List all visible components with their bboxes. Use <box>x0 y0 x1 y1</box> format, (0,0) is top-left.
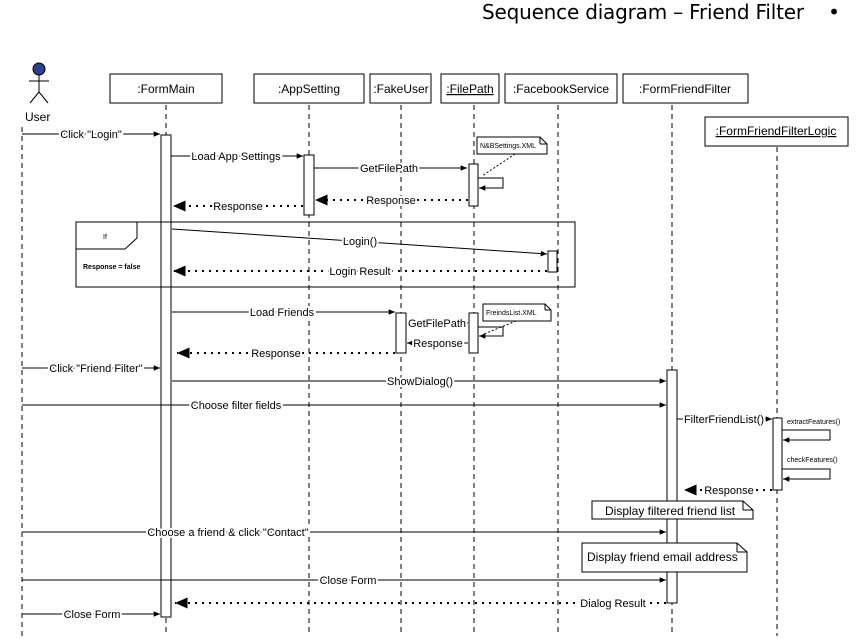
participant-appsetting: :AppSetting <box>253 73 365 104</box>
actor-leg-right <box>38 91 49 104</box>
actor-user: User <box>25 62 50 124</box>
label-filterfriendlist: FilterFriendList() <box>684 414 764 426</box>
label-click-friend-filter: Click "Friend Filter" <box>49 363 142 375</box>
label-load-app-settings: Load App Settings <box>191 151 281 163</box>
participant-filepath: :FilePath <box>440 73 500 104</box>
actor-leg-left <box>29 91 40 104</box>
activation-appsetting <box>303 154 315 216</box>
messages <box>22 131 831 617</box>
svg-text::FormFriendFilter: :FormFriendFilter <box>639 82 731 96</box>
label-showdialog: ShowDialog() <box>387 376 453 388</box>
label-close-form-2: Close Form <box>64 609 121 621</box>
label-checkfeatures: checkFeatures() <box>787 457 838 464</box>
svg-text::AppSetting: :AppSetting <box>278 82 340 96</box>
note-display-filtered: Display filtered friend list <box>591 500 754 520</box>
svg-text::FormMain: :FormMain <box>137 82 194 96</box>
note-display-filtered-text: Display filtered friend list <box>605 504 736 518</box>
diagram-title: Sequence diagram – Friend Filter • <box>482 0 840 24</box>
activation-fakeuser <box>395 312 407 354</box>
label-extractfeatures: extractFeatures() <box>787 419 840 426</box>
label-close-form-1: Close Form <box>320 575 377 587</box>
title-text: Sequence diagram – Friend Filter <box>482 0 804 24</box>
participant-formfriendfilterlogic: :FormFriendFilterLogic <box>704 116 849 147</box>
activation-filepath-1 <box>468 163 479 207</box>
label-response-4: Response <box>251 348 301 360</box>
participant-formmain: :FormMain <box>109 73 223 104</box>
label-choose-filter-fields: Choose filter fields <box>191 400 282 412</box>
note-nbsettings: N&BSettings.XML <box>476 136 548 177</box>
label-click-login: Click "Login" <box>60 129 122 141</box>
participant-formfriendfilter: :FormFriendFilter <box>622 73 749 104</box>
label-response-3: Response <box>413 338 463 350</box>
message-labels: Click "Login" Load App Settings GetFileP… <box>47 127 840 623</box>
activation-formfriendfilter <box>666 369 678 604</box>
label-load-friends: Load Friends <box>250 307 315 319</box>
activation-facebookservice <box>547 250 558 273</box>
note-nbsettings-text: N&BSettings.XML <box>480 143 536 150</box>
msg-extractfeatures <box>782 429 831 443</box>
label-choose-friend-contact: Choose a friend & click "Contact" <box>147 527 308 539</box>
msg-login <box>171 228 548 257</box>
activation-formfriendfilterlogic <box>772 417 783 491</box>
label-response-5: Response <box>704 485 754 497</box>
activation-formmain <box>160 134 172 618</box>
msg-self-filepath-2 <box>478 326 504 339</box>
actor-head <box>32 62 46 76</box>
fragment-guard: Response = false <box>83 264 140 271</box>
participant-fakeuser: :FakeUser <box>369 73 432 104</box>
note-friendslist-text: FreindsList.XML <box>486 310 537 317</box>
label-getfilepath-2: GetFilePath <box>408 318 466 330</box>
actor-label: User <box>25 110 50 124</box>
svg-text::FacebookService: :FacebookService <box>513 82 609 96</box>
activation-filepath-2 <box>468 312 479 354</box>
note-friendslist: FreindsList.XML <box>482 303 552 335</box>
svg-text::FormFriendFilterLogic: :FormFriendFilterLogic <box>716 124 837 138</box>
fragment-if: If Response = false <box>75 221 576 288</box>
label-response-2: Response <box>366 195 416 207</box>
label-login: Login() <box>343 236 377 248</box>
fragment-operator: If <box>103 234 107 241</box>
note-display-email: Display friend email address <box>581 542 748 573</box>
note-display-email-text: Display friend email address <box>587 550 738 564</box>
activations <box>160 134 783 618</box>
msg-checkfeatures <box>782 468 831 482</box>
msg-self-filepath-1 <box>478 177 504 191</box>
label-login-result: Login Result <box>329 266 390 278</box>
participant-facebookservice: :FacebookService <box>504 73 618 104</box>
label-getfilepath-1: GetFilePath <box>360 163 418 175</box>
label-response-1: Response <box>213 201 263 213</box>
label-dialog-result: Dialog Result <box>580 598 645 610</box>
title-bullet: • <box>828 0 840 24</box>
svg-text::FakeUser: :FakeUser <box>373 82 428 96</box>
svg-text::FilePath: :FilePath <box>446 82 493 96</box>
